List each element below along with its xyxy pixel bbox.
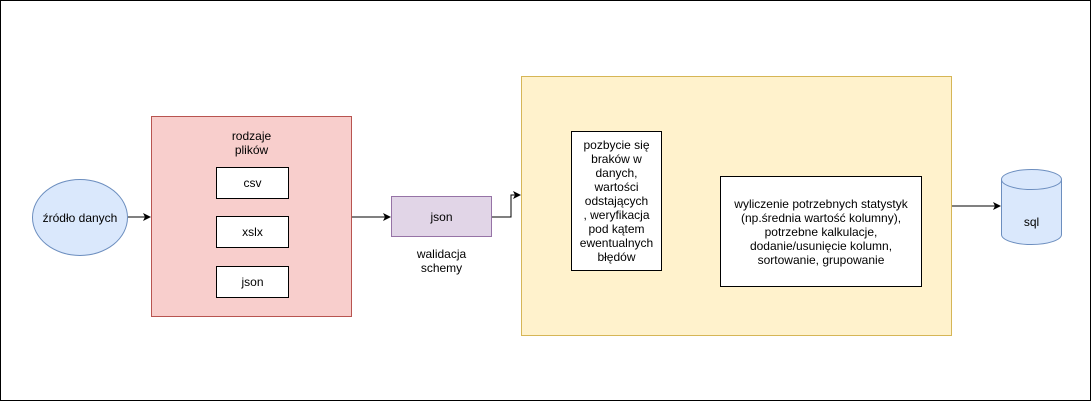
file-types-title-line2: plików: [234, 143, 269, 157]
statistics-line: potrzebne kalkulacje,: [764, 224, 878, 239]
file-type-xslx-label: xslx: [242, 225, 263, 239]
validation-label-line1: walidacja: [416, 247, 467, 261]
statistics-line: dodanie/usunięcie kolumn,: [749, 238, 893, 253]
cleaning-text: pozbycie się braków w danych, wartości o…: [580, 138, 653, 264]
cleaning-node: pozbycie się braków w danych, wartości o…: [571, 131, 662, 271]
cleaning-line: odstających: [584, 194, 649, 208]
edge-json-to-process: [492, 191, 521, 218]
cleaning-line: danych,: [595, 166, 638, 180]
json-node-label: json: [430, 209, 453, 224]
file-type-json-label: json: [241, 275, 264, 289]
cleaning-line: wartości: [594, 180, 639, 194]
file-types-container: rodzaje plików csv xslx json: [151, 116, 352, 317]
data-source-node: źródło danych: [32, 179, 128, 256]
statistics-line: sortowanie, grupowanie: [757, 252, 885, 267]
file-type-xslx: xslx: [216, 216, 289, 248]
file-types-title: rodzaje plików: [152, 129, 351, 157]
statistics-line: wyliczenie potrzebnych statystyk: [734, 196, 908, 211]
sql-database-node: sql: [1001, 169, 1062, 245]
cleaning-line: braków w: [591, 152, 642, 166]
json-node: json: [391, 196, 492, 237]
cleaning-line: ewentualnych: [579, 236, 654, 250]
file-type-csv: csv: [216, 167, 289, 199]
statistics-text: wyliczenie potrzebnych statystyk (np.śre…: [734, 197, 907, 267]
cleaning-line: , weryfikacja: [583, 208, 650, 222]
cleaning-line: błędów: [597, 250, 636, 264]
cleaning-line: pod kątem: [588, 222, 645, 236]
sql-label: sql: [1023, 215, 1040, 229]
file-types-title-line1: rodzaje: [231, 129, 272, 143]
statistics-node: wyliczenie potrzebnych statystyk (np.śre…: [720, 176, 922, 287]
validation-label-line2: schemy: [420, 261, 463, 275]
file-type-csv-label: csv: [243, 176, 262, 190]
cleaning-line: pozbycie się: [583, 138, 650, 152]
statistics-line: (np.średnia wartość kolumny),: [740, 210, 902, 225]
data-source-label: źródło danych: [42, 210, 118, 225]
database-cylinder-icon: [1001, 169, 1062, 245]
file-type-json: json: [216, 266, 289, 298]
validation-label: walidacja schemy: [386, 247, 497, 275]
